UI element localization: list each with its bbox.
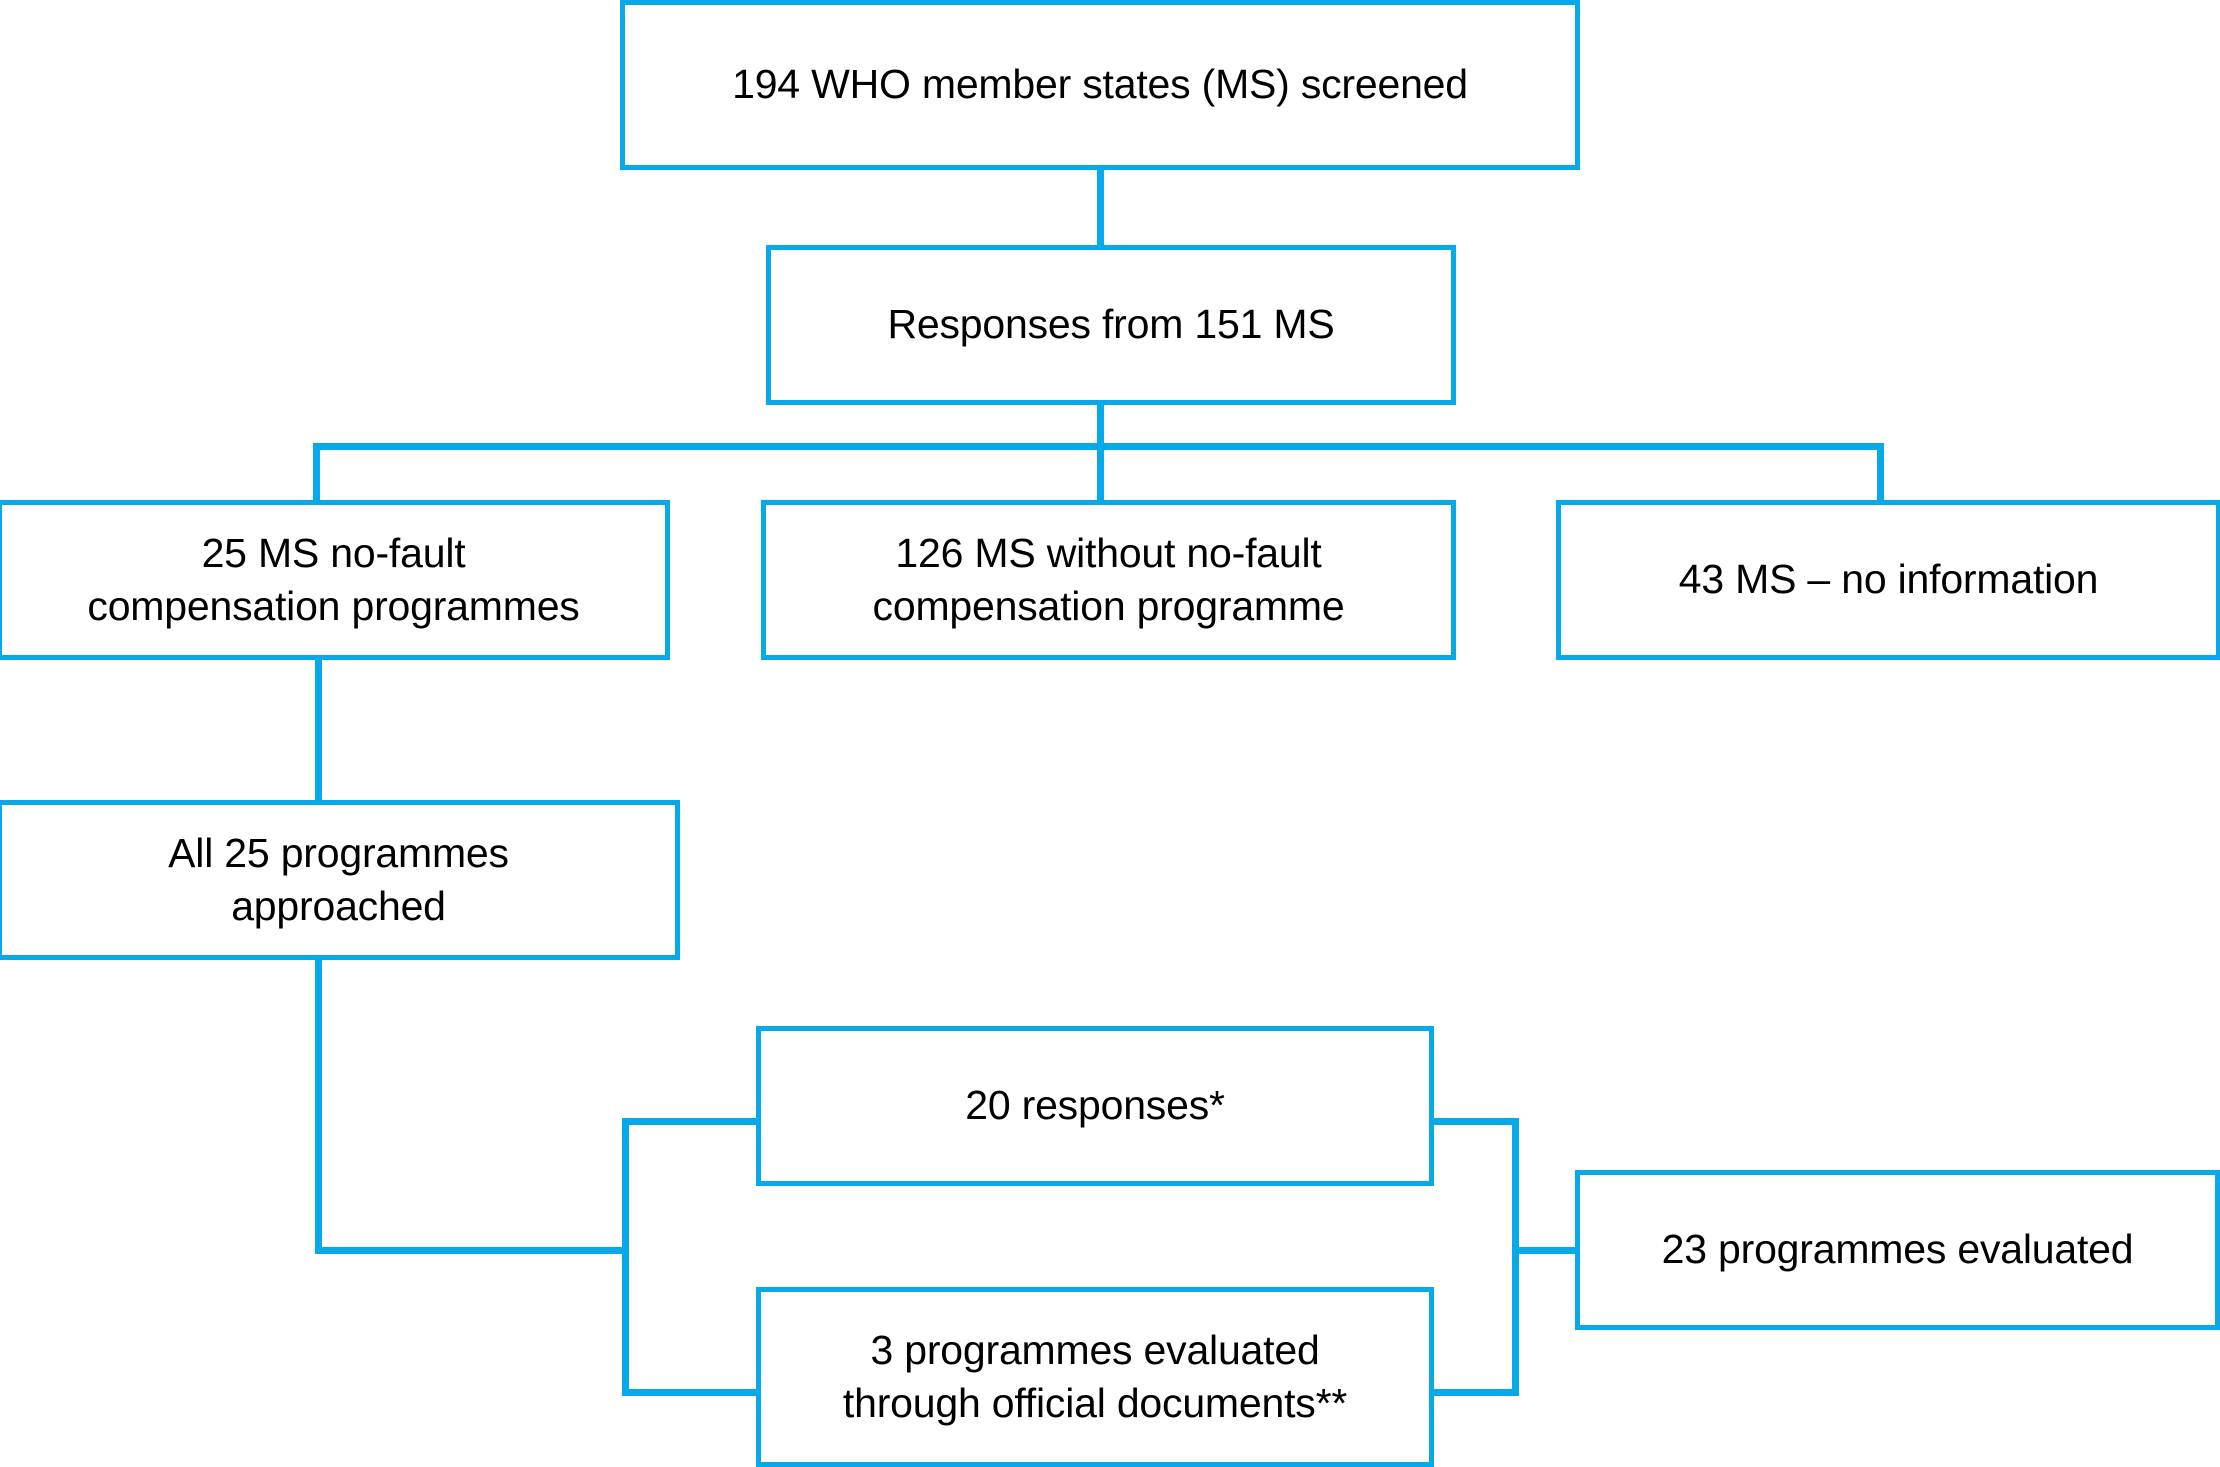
node-responses-label: Responses from 151 MS <box>887 301 1335 348</box>
node-responses-received-label: 20 responses* <box>965 1082 1225 1129</box>
node-official-documents[interactable]: 3 programmes evaluated through official … <box>756 1287 1434 1467</box>
node-no-information-label: 43 MS – no information <box>1678 556 2099 603</box>
connector-with-nfc-to-approached <box>315 658 322 803</box>
connector-right-bus-to-evaluated23 <box>1512 1247 1582 1254</box>
connector-official-docs-to-right-bus <box>1430 1389 1519 1396</box>
connector-screened-to-responses <box>1097 168 1104 248</box>
connector-right-bus <box>1512 1118 1519 1396</box>
connector-left-bus <box>622 1118 629 1396</box>
connector-left-bus-to-responses20 <box>622 1118 762 1125</box>
node-all-programmes-approached[interactable]: All 25 programmes approached <box>0 800 680 960</box>
node-all-programmes-approached-label: All 25 programmes approached <box>168 829 509 929</box>
connector-responses20-to-right-bus <box>1430 1118 1519 1125</box>
node-without-no-fault-compensation[interactable]: 126 MS without no-fault compensation pro… <box>761 500 1456 660</box>
node-responses-received[interactable]: 20 responses* <box>756 1026 1434 1186</box>
node-official-documents-label: 3 programmes evaluated through official … <box>842 1326 1348 1426</box>
node-responses[interactable]: Responses from 151 MS <box>766 245 1456 405</box>
node-programmes-evaluated-label: 23 programmes evaluated <box>1661 1226 2134 1273</box>
connector-approached-stem <box>315 958 322 1253</box>
node-programmes-evaluated[interactable]: 23 programmes evaluated <box>1575 1170 2220 1330</box>
connector-bus-to-no-info <box>1877 443 1884 505</box>
node-screened-label: 194 WHO member states (MS) screened <box>732 61 1468 108</box>
node-with-no-fault-compensation-label: 25 MS no-fault compensation programmes <box>87 529 580 629</box>
node-no-information[interactable]: 43 MS – no information <box>1556 500 2220 660</box>
connector-left-bus-to-official-docs <box>622 1389 762 1396</box>
connector-bus-to-with-nfc <box>313 443 320 505</box>
node-screened[interactable]: 194 WHO member states (MS) screened <box>620 0 1580 170</box>
node-with-no-fault-compensation[interactable]: 25 MS no-fault compensation programmes <box>0 500 670 660</box>
connector-approached-to-left-bus <box>315 1247 629 1254</box>
node-without-no-fault-compensation-label: 126 MS without no-fault compensation pro… <box>872 529 1345 629</box>
connector-bus-to-without-nfc <box>1097 443 1104 505</box>
